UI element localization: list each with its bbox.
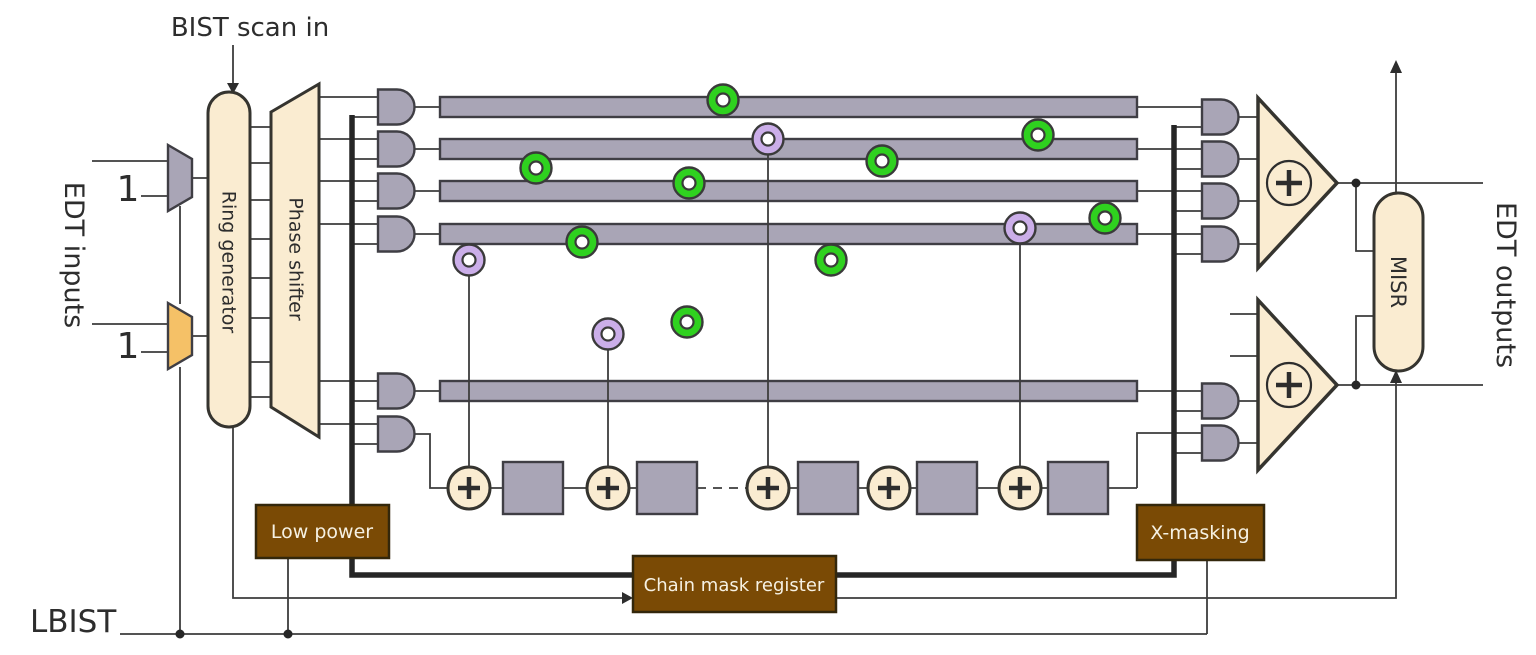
labels: BIST scan in EDT inputs EDT outputs LBIS… [30,13,1521,640]
and-gate [376,130,416,168]
misr-label: MISR [1386,256,1410,308]
x-marker-purple-hole [461,252,477,268]
chain-mask-arrowhead [622,592,633,604]
bist-scan-in-label: BIST scan in [171,13,329,43]
plus-icon [1276,372,1302,398]
and-gates [376,88,1240,462]
and-gate [376,372,416,410]
plus-icon [597,477,619,499]
blocks [166,81,1425,614]
plus-icon [1276,170,1302,196]
edt-outputs-label: EDT outputs [1490,202,1521,368]
scan-chain [438,222,1139,246]
plus-icon [1009,477,1031,499]
junction-dot [1351,178,1361,188]
phase-shifter-label: Phase shifter [285,197,307,320]
chain-mask-register-label: Chain mask register [644,575,825,596]
xor-symbol-bottom [1265,361,1313,409]
x-marker-purple-hole [600,326,616,342]
input-mux-top [166,142,194,214]
fault-marker-green-hole [574,234,590,250]
and-gate [1200,382,1240,420]
mux-const-bottom-label: 1 [117,326,140,367]
and-gate [376,88,416,126]
xor-symbol-top [1265,159,1313,207]
edt-inputs-label: EDT inputs [58,182,89,328]
scan-cell [796,460,860,516]
fault-marker-green-hole [679,314,695,330]
chain-mask-register-block [631,554,838,614]
fault-marker-green-hole [528,160,544,176]
x-masking-label: X-masking [1150,522,1249,544]
markers [452,83,1122,467]
and-gate [376,215,416,253]
mux-const-top-label: 1 [117,169,140,210]
bist-scan-in-arrowhead [227,83,239,94]
scan-chains [438,95,1139,403]
ring-generator-label: Ring generator [218,191,240,334]
low-power-block [254,503,391,560]
x-masking-block [1135,503,1266,562]
fault-marker-green-hole [874,153,890,169]
and-gate [376,415,416,453]
and-gate [1200,424,1240,462]
plus-icon [458,477,480,499]
plus-icon [757,477,779,499]
and-gate [1200,140,1240,178]
junction-dot [283,629,293,639]
scan-cell [635,460,699,516]
misr-output-arrowhead [1390,60,1402,73]
fault-marker-green-hole [681,175,697,191]
low-power-label: Low power [271,521,373,543]
input-mux-bottom [166,300,194,372]
and-gate [376,172,416,210]
and-gate [1200,98,1240,136]
and-gate [1200,225,1240,263]
scan-chain [438,95,1139,119]
fault-marker-green-hole [1030,127,1046,143]
plus-icon [878,477,900,499]
scan-cell [1046,460,1110,516]
ring-generator-block [206,90,252,429]
x-marker-purple-hole [1012,220,1028,236]
scan-chain [438,137,1139,161]
scan-chain [438,379,1139,403]
x-marker-purple-hole [760,131,776,147]
and-gate [1200,182,1240,220]
scan-cell [501,460,565,516]
fault-marker-green-hole [1097,210,1113,226]
misr-input-arrowhead [1390,370,1402,383]
junction-dot [175,629,185,639]
fault-marker-green-hole [823,252,839,268]
phase-shifter-block [269,81,321,440]
fault-marker-green-hole [715,92,731,108]
junction-dot [1351,380,1361,390]
scan-cell [915,460,979,516]
lbist-label: LBIST [30,604,117,640]
misr-block [1372,191,1425,373]
chain-mask-xor-row [446,460,1110,516]
scan-chain [438,179,1139,203]
